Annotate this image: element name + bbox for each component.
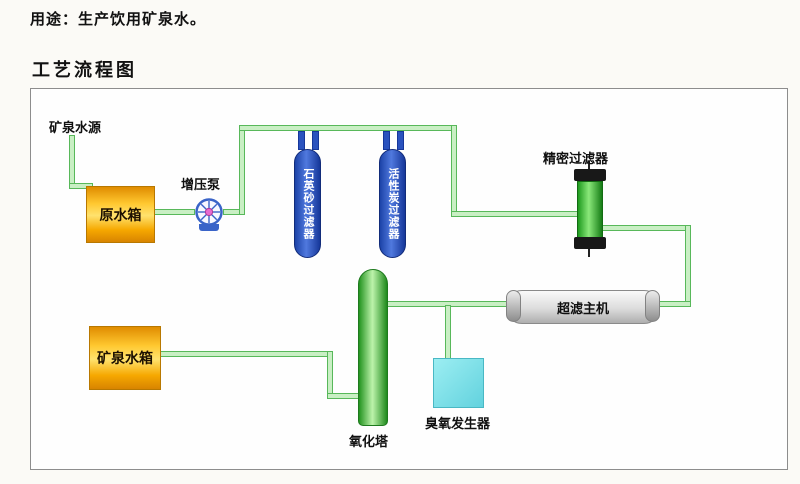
precision-filter-cap [574,169,606,181]
raw-water-tank-label: 原水箱 [99,206,142,223]
ozone-generator [433,358,484,408]
oxidation-tower [358,269,388,426]
precision-filter-stem [588,161,590,171]
precision-filter-cap [574,237,606,249]
mineral-water-tank-label: 矿泉水箱 [97,350,153,366]
ozone-generator-label: 臭氧发生器 [425,416,491,431]
activated-carbon-filter: 活性炭过滤器 [379,149,406,258]
booster-pump-base [199,224,219,231]
precision-filter-stem [588,249,590,257]
pipe [451,125,457,217]
pipe [153,209,195,215]
pipe [445,305,451,359]
booster-pump-icon [195,198,223,226]
quartz-sand-filter: 石英砂过滤器 [294,149,321,258]
flow-diagram: 原水箱 石英砂过滤器 活性炭过滤器 超滤主机 矿泉水箱 矿泉水源 [30,88,788,470]
pipe [239,125,245,215]
oxidation-tower-label: 氧化塔 [349,434,389,449]
usage-text: 用途：生产饮用矿泉水。 [30,11,207,28]
uf-end-ring [506,290,521,322]
pipe [685,225,691,307]
pipe [602,225,691,231]
water-source-label: 矿泉水源 [49,120,102,135]
pipe [451,211,581,217]
quartz-sand-filter-label: 石英砂过滤器 [302,167,314,240]
precision-filter-label: 精密过滤器 [543,151,609,166]
ultrafiltration-unit-label: 超滤主机 [556,300,609,316]
raw-water-tank: 原水箱 [86,186,155,243]
section-title: 工艺流程图 [32,60,137,80]
uf-end-ring [645,290,660,322]
pipe [69,135,75,189]
filter-port [383,131,390,150]
booster-pump-label: 增压泵 [181,177,221,192]
filter-port [298,131,305,150]
mineral-water-tank: 矿泉水箱 [89,326,161,390]
filter-port [312,131,319,150]
precision-filter [577,181,603,239]
pipe [157,351,333,357]
pipe [239,125,457,131]
activated-carbon-filter-label: 活性炭过滤器 [387,167,399,240]
pipe [327,393,361,399]
filter-port [397,131,404,150]
pipe [327,351,333,399]
ultrafiltration-unit: 超滤主机 [506,290,660,324]
